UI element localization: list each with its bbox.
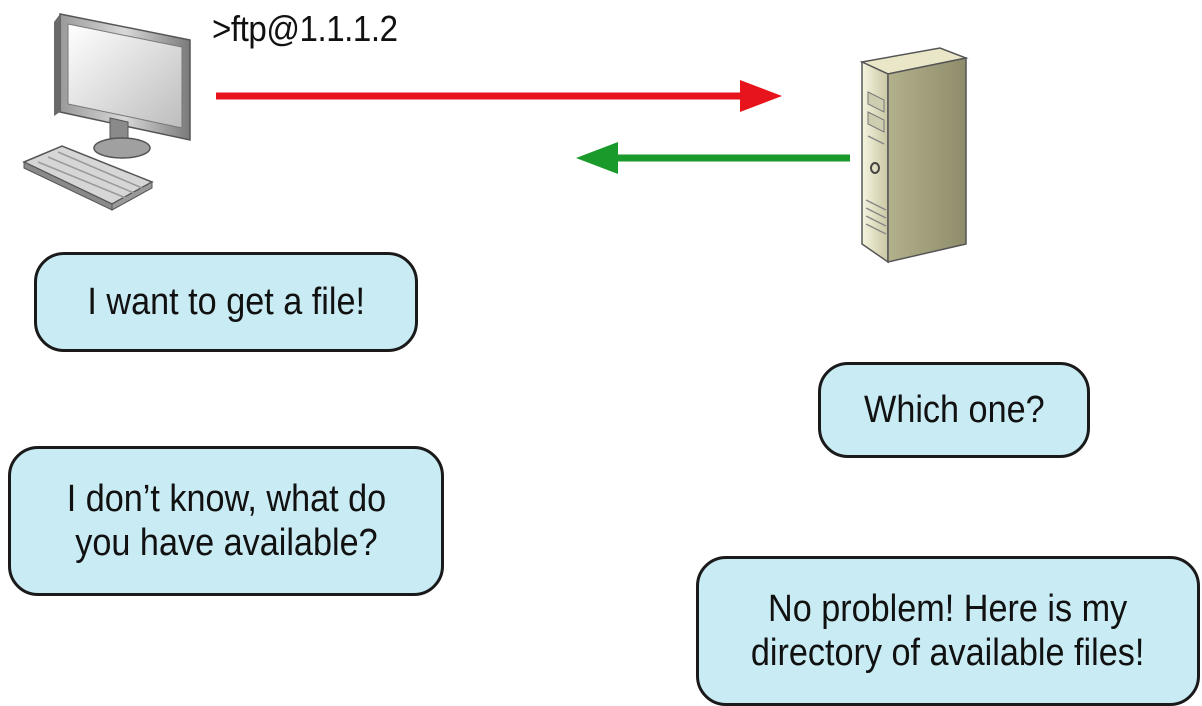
server-question-bubble: Which one? bbox=[818, 362, 1090, 458]
client-request-bubble: I want to get a file! bbox=[34, 252, 418, 352]
request-arrow bbox=[216, 80, 782, 112]
server-reply-text: No problem! Here is my directory of avai… bbox=[751, 588, 1145, 674]
response-arrow bbox=[576, 142, 850, 174]
desktop-computer-icon bbox=[22, 13, 191, 211]
client-reply-text: I don’t know, what do you have available… bbox=[66, 478, 386, 564]
server-tower-icon bbox=[859, 47, 969, 264]
client-reply-bubble: I don’t know, what do you have available… bbox=[8, 446, 444, 596]
ftp-command-label: >ftp@1.1.1.2 bbox=[212, 8, 398, 49]
server-question-text: Which one? bbox=[863, 389, 1045, 431]
client-request-text: I want to get a file! bbox=[87, 281, 365, 323]
server-reply-bubble: No problem! Here is my directory of avai… bbox=[696, 556, 1200, 706]
